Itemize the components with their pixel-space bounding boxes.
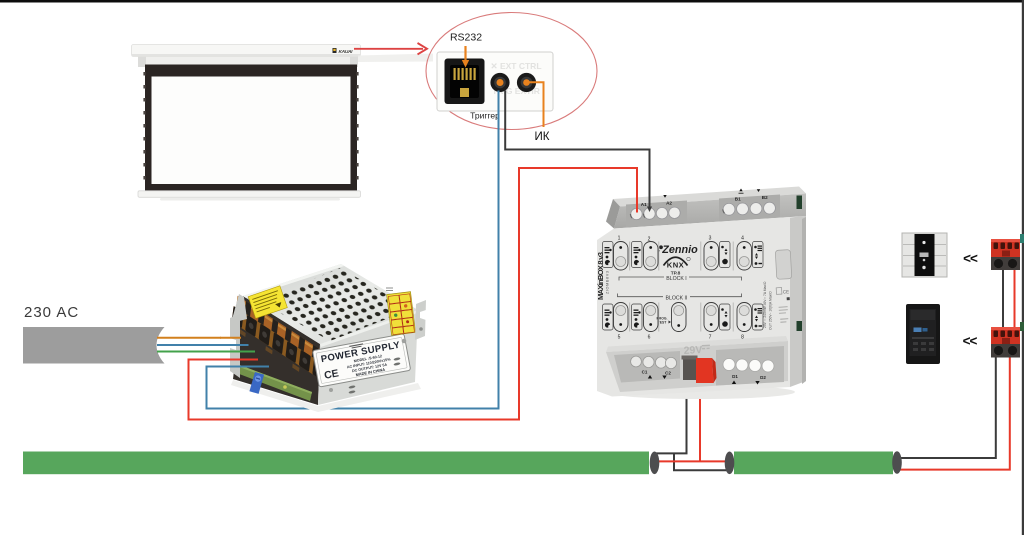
svg-text:5: 5 — [618, 335, 621, 341]
svg-text:6: 6 — [648, 335, 651, 341]
svg-text:BLOCK II: BLOCK II — [666, 296, 688, 302]
svg-text:D2: D2 — [760, 375, 766, 380]
svg-text:ZIOMB8V3: ZIOMB8V3 — [606, 271, 610, 294]
svg-text:29V ⎓ 240mW 30V⎓ 7A Max/O: 29V ⎓ 240mW 30V⎓ 7A Max/O — [763, 281, 767, 328]
svg-text:A2: A2 — [666, 201, 672, 206]
svg-text:Триггер: Триггер — [470, 111, 500, 121]
svg-text:MODEL :S-60-12: MODEL :S-60-12 — [353, 354, 382, 363]
svg-text:PROG.: PROG. — [657, 317, 668, 321]
svg-text:✕ EXT CTRL: ✕ EXT CTRL — [490, 61, 541, 71]
svg-text:CE: CE — [783, 289, 790, 294]
svg-text:<<: << — [963, 334, 978, 349]
svg-text:DC OUTPUT: 12V 5A: DC OUTPUT: 12V 5A — [352, 363, 388, 373]
svg-text:2: 2 — [648, 237, 651, 243]
svg-text:TEST: TEST — [658, 321, 668, 325]
svg-text:KNX: KNX — [667, 261, 685, 270]
svg-text:MAXinBOX 8 v3: MAXinBOX 8 v3 — [596, 252, 605, 300]
svg-text:<<: << — [963, 251, 978, 266]
svg-text:MADE IN CHINA: MADE IN CHINA — [355, 367, 385, 377]
svg-text:OUT 250V~ 16(6)A Max/O: OUT 250V~ 16(6)A Max/O — [769, 291, 773, 330]
svg-text:TP.8: TP.8 — [671, 271, 681, 277]
svg-text:8: 8 — [741, 335, 744, 341]
svg-text:B2: B2 — [762, 195, 768, 200]
svg-text:D1: D1 — [732, 374, 738, 379]
svg-text:4: 4 — [741, 236, 744, 242]
svg-text:CE: CE — [323, 367, 340, 381]
svg-text:230 AC: 230 AC — [24, 304, 79, 321]
svg-text:C2: C2 — [665, 371, 671, 376]
svg-text:ИК: ИК — [535, 131, 550, 143]
svg-text:C1: C1 — [642, 370, 648, 375]
svg-text:Zennio: Zennio — [661, 244, 698, 256]
svg-text:7: 7 — [709, 335, 712, 341]
svg-text:A1: A1 — [641, 202, 647, 207]
svg-text:3: 3 — [709, 236, 712, 242]
svg-text:RS232: RS232 — [450, 32, 482, 44]
svg-text:29V: 29V — [683, 344, 702, 357]
svg-text:BLOCK I: BLOCK I — [666, 276, 686, 282]
svg-text:TRIG EXTIR: TRIG EXTIR — [492, 86, 540, 96]
svg-text:B1: B1 — [735, 197, 741, 202]
svg-text:1: 1 — [618, 236, 621, 242]
svg-text:KAUAI: KAUAI — [339, 49, 354, 55]
